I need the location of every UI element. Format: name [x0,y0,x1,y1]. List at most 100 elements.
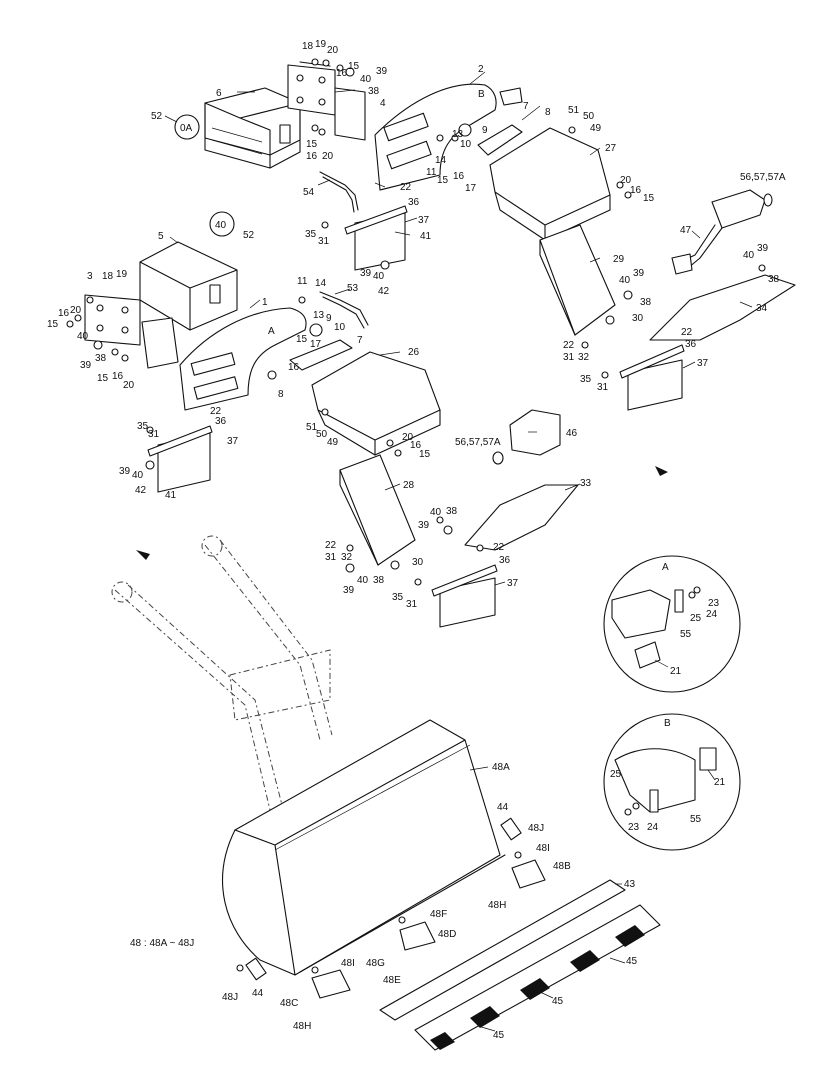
callout-36: 36 [215,416,227,427]
callout-36: 36 [499,555,511,566]
callout-18: 18 [302,41,314,52]
callout-48I: 48I [341,958,355,969]
callout-50: 50 [583,111,595,122]
callout-49: 49 [590,123,602,134]
callout-55: 55 [690,814,702,825]
callout-15: 15 [437,175,449,186]
loader-arms-phantom [111,535,333,811]
callout-19: 19 [116,269,128,280]
callout-38: 38 [640,297,652,308]
callout-22: 22 [210,406,222,417]
edge-covers-45 [414,904,661,1051]
callout-18: 18 [102,271,114,282]
callout-48J: 48J [528,823,544,834]
callout-15: 15 [296,334,308,345]
callout-39: 39 [376,66,388,77]
callout-22: 22 [681,327,693,338]
callout-38: 38 [368,86,380,97]
callout-45: 45 [552,996,564,1007]
callout-7: 7 [523,101,529,112]
callout-41: 41 [420,231,432,242]
callout-16: 16 [58,308,70,319]
callout-40: 40 [430,507,442,518]
callout-22: 22 [325,540,337,551]
cover-27 [489,127,611,241]
callout-20: 20 [70,305,82,316]
callout-16: 16 [336,68,348,79]
callout-31: 31 [406,599,418,610]
callout-22: 22 [400,182,412,193]
callout-48H: 48H [293,1021,311,1032]
callout-16: 16 [112,371,124,382]
callout-30: 30 [412,557,424,568]
plate-text: 0A [180,123,193,134]
callout-48E: 48E [383,975,401,986]
callout-20: 20 [322,151,334,162]
mirror-47 [671,189,773,275]
fender-33 [464,484,579,551]
plate-52-lower: 40 [209,211,235,237]
cover-26 [311,351,441,456]
callout-40: 40 [360,74,372,85]
callout-48D: 48D [438,929,456,940]
callout-21: 21 [714,777,726,788]
callout-31: 31 [325,552,337,563]
toolbox-6 [204,87,301,169]
callout-39: 39 [757,243,769,254]
callout-20: 20 [620,175,632,186]
callout-30: 30 [632,313,644,324]
plate-29 [539,224,616,336]
callout-32: 32 [578,352,590,363]
callout-17: 17 [465,183,477,194]
rod-53 [319,291,369,329]
callout-22: 22 [563,340,575,351]
callout-15: 15 [47,319,59,330]
callout-38: 38 [768,274,780,285]
callout-45: 45 [493,1030,505,1041]
fender-34 [649,274,796,341]
callout-35: 35 [137,421,149,432]
callout-34: 34 [756,303,768,314]
callout-22: 22 [493,542,505,553]
bracket-3 [84,294,179,369]
toolbox-5 [139,241,238,331]
mudflap-center-37 [431,564,498,628]
callout-A: A [268,326,275,337]
callout-46: 46 [566,428,578,439]
hardware [66,58,766,974]
plate-28 [339,454,416,566]
rod-54 [319,171,359,213]
fender-2 [374,83,523,191]
cutting-edge-43 [379,879,626,1021]
callout-27: 27 [605,143,617,154]
callout-40: 40 [357,575,369,586]
callout-39: 39 [418,520,430,531]
callout-48C: 48C [280,998,298,1009]
callout-31: 31 [318,236,330,247]
direction-arrows [136,466,668,560]
callout-24: 24 [647,822,659,833]
callout-A-detail: A [662,562,669,573]
callout-31: 31 [148,429,160,440]
callout-38: 38 [373,575,385,586]
callout-39: 39 [633,268,645,279]
callout-B-detail: B [664,718,671,729]
callout-35: 35 [305,229,317,240]
fender-1 [179,307,323,411]
callout-53: 53 [347,283,359,294]
callout-20: 20 [402,432,414,443]
callout-23: 23 [628,822,640,833]
callout-15: 15 [643,193,655,204]
callout-25: 25 [690,613,702,624]
detail-circle-B [603,713,741,851]
callout-15: 15 [306,139,318,150]
callout-20: 20 [327,45,339,56]
mudflap-upper-41 [344,205,408,271]
callout-B: B [478,89,485,100]
callout-25: 25 [610,769,622,780]
callout-37: 37 [227,436,239,447]
callout-42: 42 [378,286,390,297]
callout-44: 44 [252,988,264,999]
callout-55: 55 [680,629,692,640]
plate-text: 40 [215,220,227,231]
